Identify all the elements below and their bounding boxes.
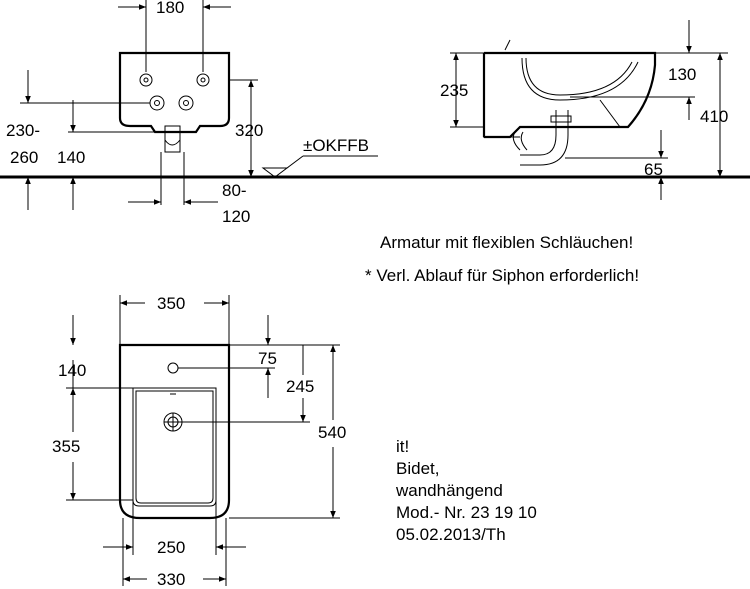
- info-model: Mod.- Nr. 23 19 10: [396, 503, 537, 522]
- dim-245: 245: [286, 377, 314, 396]
- dim-410: 410: [700, 107, 728, 126]
- dim-65: 65: [644, 160, 663, 179]
- dim-180: 180: [156, 0, 184, 17]
- dim-140-plan: 140: [58, 361, 86, 380]
- dim-80: 80-: [222, 181, 247, 200]
- info-type: wandhängend: [396, 481, 503, 500]
- info-product: Bidet,: [396, 459, 440, 478]
- dim-320: 320: [235, 121, 263, 140]
- dim-120: 120: [222, 207, 250, 226]
- dim-235: 235: [440, 81, 468, 100]
- plan-view: [66, 295, 340, 586]
- dim-230: 230-: [6, 121, 40, 140]
- info-date: 05.02.2013/Th: [396, 525, 506, 544]
- side-view: [450, 20, 728, 200]
- dim-330: 330: [157, 570, 185, 589]
- dim-140-front: 140: [57, 148, 85, 167]
- product-info: it! Bidet, wandhängend Mod.- Nr. 23 19 1…: [396, 436, 537, 546]
- front-view: [20, 0, 378, 210]
- dim-260: 260: [10, 148, 38, 167]
- dim-250: 250: [157, 538, 185, 557]
- info-brand: it!: [396, 437, 410, 456]
- note-armatur: Armatur mit flexiblen Schläuchen!: [380, 233, 634, 252]
- dim-540: 540: [318, 423, 346, 442]
- dim-350: 350: [157, 294, 185, 313]
- okffb-label: ±OKFFB: [303, 136, 369, 155]
- note-ablauf: * Verl. Ablauf für Siphon erforderlich!: [365, 266, 640, 285]
- dim-130: 130: [668, 65, 696, 84]
- dim-355: 355: [52, 437, 80, 456]
- dim-75: 75: [258, 349, 277, 368]
